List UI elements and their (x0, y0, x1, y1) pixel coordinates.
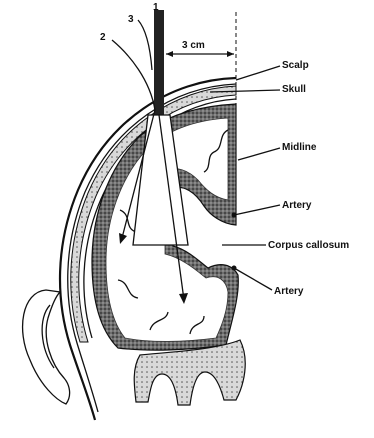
needle-label-1: 1 (153, 2, 159, 13)
artery-lower-label: Artery (274, 286, 304, 297)
distance-arrowhead-left (166, 51, 173, 57)
needle-label-2: 2 (100, 32, 106, 43)
artery-upper-dot (232, 213, 237, 218)
artery-upper-leader-line (234, 205, 280, 215)
artery-upper-label: Artery (282, 200, 312, 211)
corpus-callosum-label: Corpus callosum (268, 240, 349, 251)
scalp-label: Scalp (282, 60, 309, 71)
scalp-leader-line (236, 66, 280, 80)
distance-arrowhead-right (227, 51, 234, 57)
distance-label: 3 cm (182, 40, 205, 51)
skull-label: Skull (282, 84, 306, 95)
midline-leader-line (238, 148, 280, 160)
probe-shaft-1 (154, 10, 164, 115)
artery-lower-dot (232, 266, 237, 271)
needle-label-3: 3 (128, 14, 134, 25)
trajectory-line-3 (138, 20, 152, 70)
midline-label: Midline (282, 142, 317, 153)
artery-lower-leader-line (234, 268, 272, 290)
